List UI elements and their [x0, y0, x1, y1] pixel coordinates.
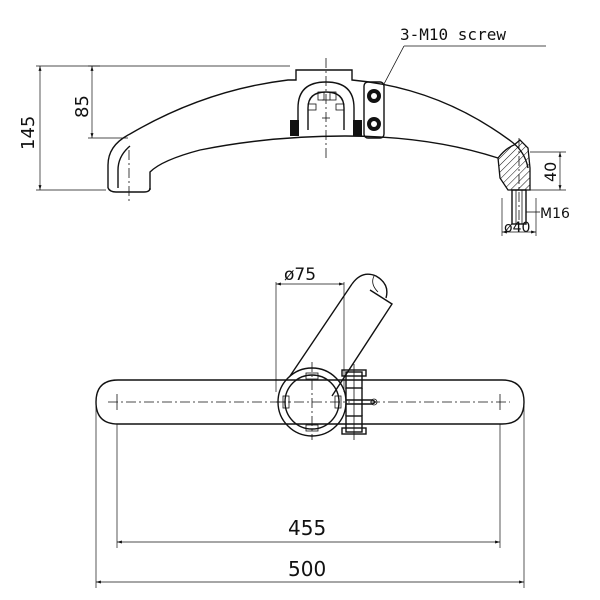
- arm-bar: [95, 379, 525, 425]
- side-view: 3-M10 screw 145 85 40 M16 ø40: [18, 25, 570, 236]
- pin-section: [497, 139, 531, 191]
- dim-height-total: 145: [18, 116, 39, 150]
- clamp-bore: [307, 91, 345, 130]
- arm-outer-contour: [107, 69, 529, 188]
- dim-height-arm: 85: [72, 95, 93, 118]
- thread-label: M16: [540, 206, 570, 222]
- arm-inner-left: [117, 145, 131, 188]
- clamp-pad-right: [353, 120, 362, 136]
- dim-inner-span: 455: [288, 516, 326, 540]
- screw-note: 3-M10 screw: [400, 25, 506, 44]
- dim-pin-diameter: ø40: [504, 220, 530, 236]
- arm-inner-contour: [149, 135, 499, 190]
- top-view: ø75 455 500: [95, 265, 525, 588]
- dim-overall-length: 500: [288, 557, 326, 581]
- dim-post-diameter: ø75: [284, 265, 316, 285]
- dim-pin-length: 40: [541, 162, 560, 182]
- arm-foot: [107, 187, 151, 193]
- handle-arm: [289, 283, 393, 397]
- screw-block: [363, 81, 385, 139]
- clamp-pad-left: [290, 120, 299, 136]
